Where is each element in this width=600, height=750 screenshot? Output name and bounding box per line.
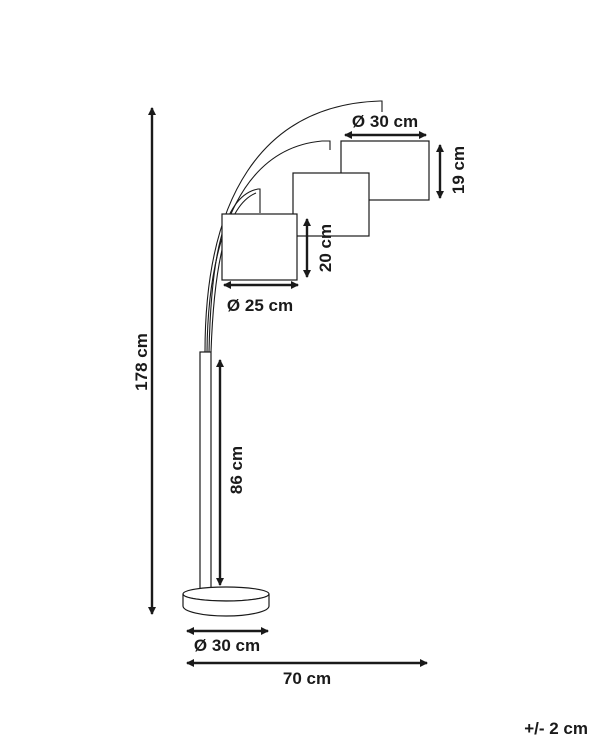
lamp-drawing bbox=[182, 100, 430, 617]
dimension-lines bbox=[148, 107, 444, 667]
lamp-pole bbox=[199, 351, 212, 593]
dimension-labels: 178 cm 86 cm Ø 30 cm 70 cm Ø 30 cm 19 cm… bbox=[132, 112, 588, 738]
total-width-label: 70 cm bbox=[283, 669, 331, 688]
arm-middle bbox=[206, 140, 331, 353]
shade-front-left bbox=[221, 213, 298, 281]
total-height-label: 178 cm bbox=[132, 333, 151, 391]
small-shade-height-label: 20 cm bbox=[316, 224, 335, 272]
lamp-base bbox=[182, 586, 270, 617]
base-diameter-label: Ø 30 cm bbox=[194, 636, 260, 655]
small-shade-diameter-label: Ø 25 cm bbox=[227, 296, 293, 315]
pole-lower-tube bbox=[199, 351, 212, 593]
lamp-shades bbox=[221, 140, 430, 281]
base-body bbox=[182, 593, 270, 617]
base-height-label: 86 cm bbox=[227, 446, 246, 494]
large-shade-height-label: 19 cm bbox=[449, 146, 468, 194]
arm-top bbox=[204, 100, 383, 353]
large-shade-diameter-label: Ø 30 cm bbox=[352, 112, 418, 131]
tolerance-label: +/- 2 cm bbox=[524, 719, 588, 738]
